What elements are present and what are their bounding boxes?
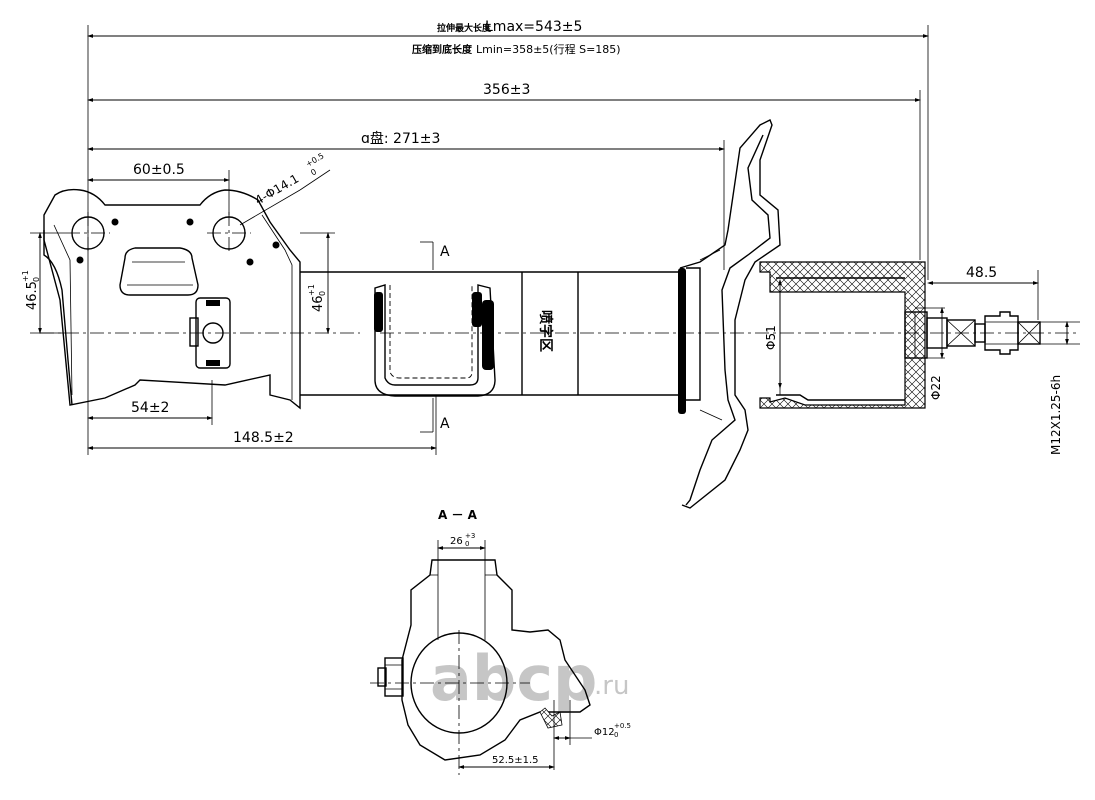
phi-51: Φ51 xyxy=(764,325,778,350)
holes-tol-dn: 0 xyxy=(309,167,318,177)
watermark-suffix: .ru xyxy=(594,671,629,701)
dim-148-5: 148.5±2 xyxy=(233,430,294,446)
spring-seat xyxy=(678,119,781,509)
bracket-dimensions: 46.5 +1 0 46 +1 0 54±2 148.5±2 xyxy=(21,231,438,455)
dim-26-tol-up: +3 xyxy=(465,532,475,540)
watermark-logo: abcp .ru xyxy=(430,642,629,715)
phi-22: Φ22 xyxy=(929,375,943,400)
dim-60: 60±0.5 xyxy=(133,162,185,178)
dim-46-tol-up: +1 xyxy=(307,284,316,296)
section-a-top: A xyxy=(440,244,450,260)
dim-356: 356±3 xyxy=(483,82,530,98)
dim-46-5-tol-dn: 0 xyxy=(32,277,41,282)
lmin-cn-label: 压缩到底长度 xyxy=(412,43,473,56)
section-a-bottom: A xyxy=(440,416,450,432)
phi-12: Φ12 xyxy=(594,727,615,738)
phi-12-tol-dn: 0 xyxy=(614,731,618,739)
lmax-label: Lmax=543±5 xyxy=(485,19,582,35)
knuckle-bracket xyxy=(40,188,360,410)
dim-54: 54±2 xyxy=(131,400,169,416)
dim-271: ɑ盘: 271±3 xyxy=(361,130,440,147)
dim-46: 46 xyxy=(311,295,326,312)
dim-46-tol-dn: 0 xyxy=(318,291,327,296)
lmin-label: Lmin=358±5(行程 S=185) xyxy=(476,43,621,56)
phi-12-tol-up: +0.5 xyxy=(614,722,631,730)
lmax-cn-label: 拉伸最大长度 xyxy=(437,22,492,34)
thread-spec: M12X1.25-6h xyxy=(1049,375,1063,455)
piston-rod: 48.5 M12X1.25-6h xyxy=(926,265,1080,455)
dim-46-5-tol-up: +1 xyxy=(21,270,30,282)
dim-26-tol-dn: 0 xyxy=(465,540,469,548)
damper-body: 喷字区 A A xyxy=(300,241,680,433)
dim-46-5: 46.5 xyxy=(25,281,40,310)
stamp-zone: 喷字区 xyxy=(537,310,554,352)
section-title: A － A xyxy=(438,508,478,522)
dim-26: 26 xyxy=(450,536,463,547)
watermark-text: abcp xyxy=(430,642,597,715)
dust-cover: Φ51 Φ22 xyxy=(680,261,1080,409)
section-a-a: A － A 26 +3 0 Φ12 +0.5 0 52.5±1.5 xyxy=(370,508,631,775)
dim-48-5: 48.5 xyxy=(966,265,997,281)
dim-52-5: 52.5±1.5 xyxy=(492,755,539,766)
holes-tol-up: +0.5 xyxy=(304,151,325,169)
